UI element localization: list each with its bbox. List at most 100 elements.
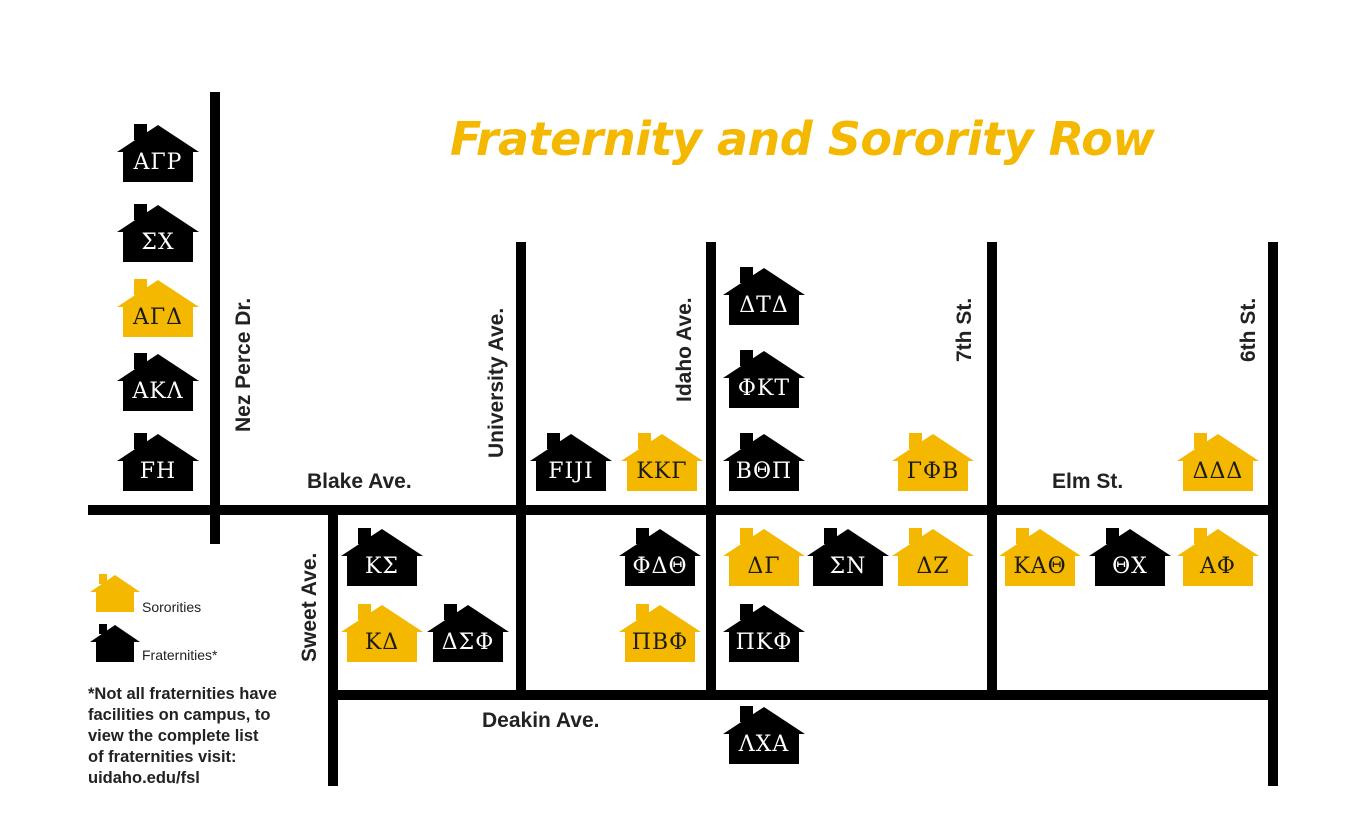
street-blake: Blake Ave. (307, 470, 412, 493)
house-icon (1089, 528, 1171, 586)
house-icon (619, 604, 701, 662)
house-body (117, 125, 199, 182)
house-icon (723, 350, 805, 408)
footnote: *Not all fraternities have facilities on… (88, 684, 308, 789)
house-label: ΑΦ (1200, 554, 1236, 579)
house-icon (427, 604, 509, 662)
house-icon (117, 124, 199, 182)
house-btp: ΒΘΠ (723, 433, 805, 491)
street-sweet: Sweet Ave. (298, 552, 321, 662)
house-label: ΑΓΔ (132, 305, 184, 330)
house-body (341, 605, 423, 662)
house-dz: ΔΖ (892, 528, 974, 586)
house-pbp: ΠΒΦ (619, 604, 701, 662)
road-university (516, 242, 526, 694)
house-icon (723, 433, 805, 491)
house-icon (117, 279, 199, 337)
house-body (723, 268, 805, 325)
house-icon (892, 433, 974, 491)
road-sweet (328, 510, 338, 786)
house-icon (117, 353, 199, 411)
house-body (117, 205, 199, 262)
house-icon (1177, 528, 1259, 586)
house-ks: ΚΣ (341, 528, 423, 586)
road-6th (1268, 242, 1278, 786)
house-label: ΔΤΔ (739, 293, 789, 318)
house-label: ΚΔ (364, 630, 400, 655)
house-agd: ΑΓΔ (117, 279, 199, 337)
house-body (619, 529, 701, 586)
house-label: ΑΚΛ (132, 379, 184, 404)
house-body (999, 529, 1081, 586)
fraternity-house-icon (90, 624, 140, 662)
house-body (427, 605, 509, 662)
house-body (723, 351, 805, 408)
footnote-line: of fraternities visit: (88, 748, 237, 766)
house-pdt: ΦΔΘ (619, 528, 701, 586)
house-kkg: ΚΚΓ (621, 433, 703, 491)
house-label: ΓΦΒ (906, 459, 960, 484)
house-pkt: ΦΚΤ (723, 350, 805, 408)
house-icon (723, 267, 805, 325)
road-nez-perce (210, 92, 220, 544)
house-body (117, 280, 199, 337)
house-icon (1177, 433, 1259, 491)
house-label: ΣΧ (141, 230, 175, 255)
house-gpb: ΓΦΒ (892, 433, 974, 491)
sorority-house-icon (90, 574, 140, 612)
house-ddd: ΔΔΔ (1177, 433, 1259, 491)
house-ap: ΑΦ (1177, 528, 1259, 586)
house-body (530, 434, 612, 491)
house-pkp: ΠΚΦ (723, 604, 805, 662)
house-sn: ΣΝ (807, 528, 889, 586)
house-body (807, 529, 889, 586)
road-deakin (328, 690, 1278, 700)
house-label: ΑΓΡ (133, 150, 183, 175)
house-icon (341, 604, 423, 662)
house-label: ΔΖ (916, 554, 950, 579)
house-icon (341, 528, 423, 586)
house-label: ΛΧΑ (738, 732, 790, 757)
house-label: ΠΚΦ (735, 630, 793, 655)
house-label: ΚΣ (365, 554, 399, 579)
house-icon (621, 433, 703, 491)
house-label: ΔΓ (747, 554, 781, 579)
house-body (619, 605, 701, 662)
house-label: ΦΔΘ (632, 554, 688, 579)
house-body (723, 605, 805, 662)
house-icon (723, 706, 805, 764)
house-label: FIJI (548, 459, 594, 484)
house-icon (117, 433, 199, 491)
house-body (892, 529, 974, 586)
house-body (723, 707, 805, 764)
road-blake-elm (88, 505, 1278, 515)
legend-sorority-shape (90, 575, 140, 612)
street-6th: 6th St. (1237, 297, 1260, 362)
footnote-line: *Not all fraternities have (88, 685, 277, 703)
house-body (117, 354, 199, 411)
house-icon (619, 528, 701, 586)
legend-sororities: Sororities (90, 574, 250, 615)
house-akl: ΑΚΛ (117, 353, 199, 411)
house-label: ΚΚΓ (636, 459, 688, 484)
house-label: ΘΧ (1112, 554, 1148, 579)
house-body (341, 529, 423, 586)
fsl-link[interactable]: uidaho.edu/fsl (88, 769, 200, 787)
house-label: ΦΚΤ (737, 376, 791, 401)
street-deakin: Deakin Ave. (482, 709, 600, 732)
street-university: University Ave. (485, 307, 508, 458)
house-label: ΚΑΘ (1013, 554, 1067, 579)
house-body (1089, 529, 1171, 586)
house-label: ΠΒΦ (631, 630, 689, 655)
house-icon (723, 528, 805, 586)
house-kat: ΚΑΘ (999, 528, 1081, 586)
house-dtd: ΔΤΔ (723, 267, 805, 325)
street-elm: Elm St. (1052, 470, 1124, 493)
house-sx: ΣΧ (117, 204, 199, 262)
road-idaho (706, 242, 716, 694)
footnote-line: view the complete list (88, 727, 259, 745)
house-body (723, 529, 805, 586)
house-lca: ΛΧΑ (723, 706, 805, 764)
house-body (1177, 529, 1259, 586)
footnote-line: facilities on campus, to (88, 706, 271, 724)
